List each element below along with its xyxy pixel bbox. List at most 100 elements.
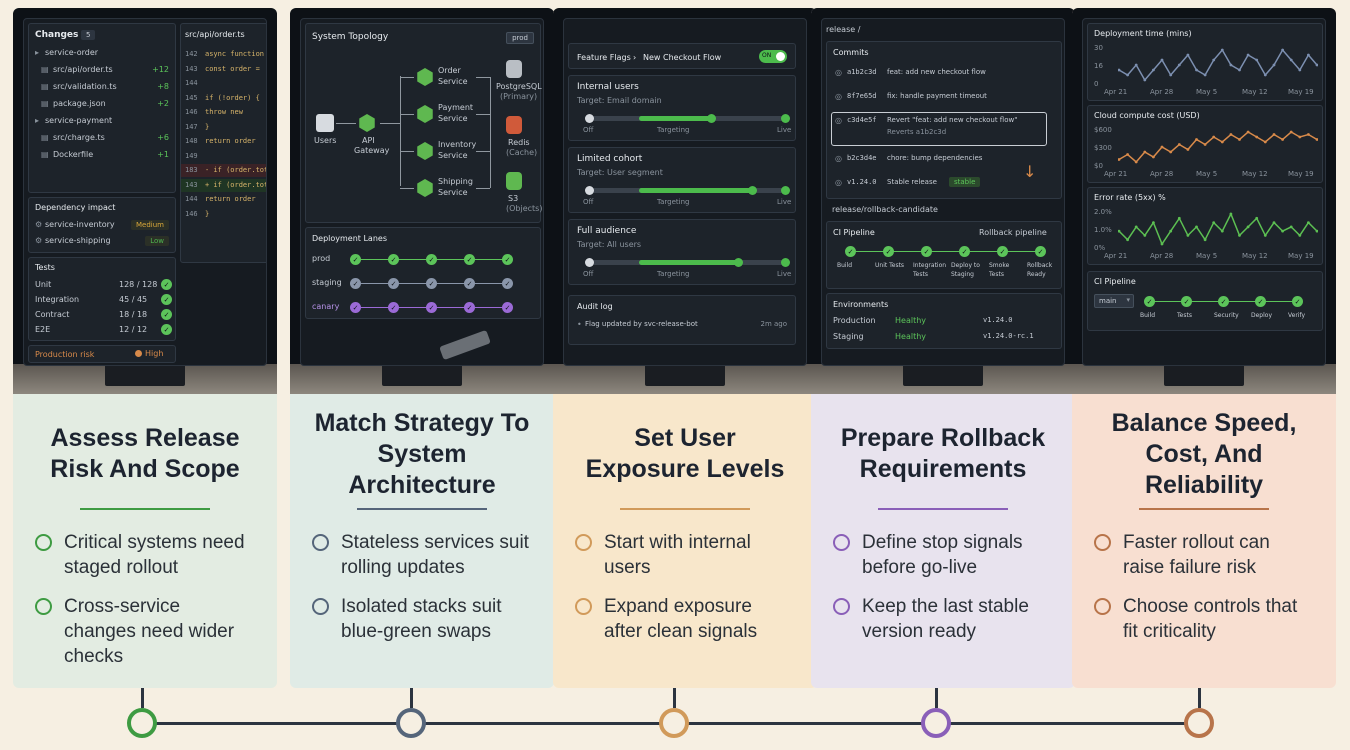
slider-handle[interactable]	[707, 114, 716, 123]
commit-message[interactable]: fix: handle payment timeout	[887, 92, 987, 100]
bullet-item: Stateless services suit rolling updates	[312, 530, 532, 580]
slider-stop-off	[585, 186, 594, 195]
commit-message[interactable]: feat: add new checkout flow	[887, 68, 986, 76]
pipeline-step-check-icon: ✓	[1181, 296, 1192, 307]
bullet-text: Stateless services suit rolling updates	[341, 532, 529, 578]
bullet-text: Choose controls that fit criticality	[1123, 596, 1298, 642]
pipeline-step-check-icon: ✓	[921, 246, 932, 257]
bullet-item: Faster rollout can raise failure risk	[1094, 530, 1314, 580]
series-point	[1152, 68, 1155, 72]
commit-message[interactable]: chore: bump dependencies	[887, 154, 983, 162]
timeline-node	[1184, 708, 1214, 738]
monitor-stand	[382, 362, 462, 386]
code-line: 148 return order	[181, 135, 266, 148]
environment-select[interactable]: prod	[506, 32, 534, 44]
service-icon	[417, 105, 433, 123]
bullet-text: Expand exposure after clean signals	[604, 596, 758, 642]
changed-file[interactable]: package.json	[53, 99, 106, 108]
commit-message[interactable]: Revert "feat: add new checkout flow"	[887, 116, 1018, 124]
series-point	[1160, 242, 1164, 246]
commit-node-icon: ◎	[835, 116, 842, 125]
series-point	[1195, 225, 1198, 229]
series-point	[1203, 238, 1207, 242]
lane-check-icon: ✓	[502, 302, 513, 313]
file-icon: ▤	[41, 65, 49, 74]
commit-message[interactable]: Stable release	[887, 178, 937, 186]
code-text: + if (order.tota	[205, 180, 267, 189]
file-delta: +8	[157, 82, 169, 91]
changed-file[interactable]: src/api/order.ts	[53, 65, 113, 74]
code-text: if (!order) {	[205, 93, 260, 102]
series-point	[1195, 68, 1198, 72]
series-point	[1229, 63, 1233, 67]
series-point	[1229, 212, 1233, 216]
series-point	[1229, 133, 1233, 136]
lane-name: staging	[312, 278, 342, 287]
ci-subtitle: Rollback pipeline	[979, 228, 1047, 237]
code-line: 183- if (order.tota	[181, 164, 266, 177]
line-number: 143	[185, 64, 198, 73]
bullet-text: Isolated stacks suit blue-green swaps	[341, 596, 502, 642]
environment-version: v1.24.0-rc.1	[983, 332, 1034, 340]
dependency-title: Dependency impact	[35, 203, 116, 212]
dependency-name: service-shipping	[45, 236, 111, 245]
pipeline-step-label: Tests	[1177, 312, 1192, 319]
series-line	[1118, 212, 1318, 246]
database-icon	[506, 60, 522, 78]
branch-select[interactable]: main▾	[1094, 294, 1134, 308]
series-point	[1281, 48, 1284, 52]
connector-line	[476, 77, 490, 78]
heading-line: Risk And Scope	[50, 455, 240, 483]
series-point	[1143, 150, 1147, 154]
flag-toggle[interactable]: ON	[759, 50, 787, 63]
x-tick-label: Apr 21	[1104, 88, 1128, 96]
heading-divider	[80, 508, 210, 510]
slider-stop-live	[781, 114, 790, 123]
monitor-stand	[1164, 362, 1244, 386]
heading-line: Prepare Rollback	[840, 424, 1046, 452]
series-point	[1315, 138, 1318, 141]
store-role: (Objects)	[506, 204, 543, 213]
line-number: 146	[185, 108, 198, 116]
cohort-name: Full audience	[577, 226, 637, 236]
series-point	[1255, 135, 1259, 139]
audit-entry: Flag updated by svc-release-bot	[585, 320, 698, 328]
test-result: 45 / 45	[119, 295, 148, 304]
tests-title: Tests	[35, 263, 55, 272]
commit-hash: v1.24.0	[847, 178, 877, 186]
changed-file[interactable]: src/validation.ts	[53, 82, 117, 91]
lane-check-icon: ✓	[464, 278, 475, 289]
cohort-target: Target: Email domain	[577, 96, 662, 105]
changed-file[interactable]: src/charge.ts	[53, 133, 105, 142]
series-point	[1298, 135, 1302, 139]
bullet-item: Define stop signals before go-live	[833, 530, 1053, 580]
lane-check-icon: ✓	[426, 254, 437, 265]
slider-handle[interactable]	[734, 258, 743, 267]
changed-file[interactable]: Dockerfile	[53, 150, 94, 159]
heading-line: Assess Release	[50, 424, 240, 452]
service-name: Service	[438, 151, 468, 160]
series-point	[1315, 63, 1318, 67]
bullet-text: Define stop signals before go-live	[862, 532, 1023, 578]
slider-label: Live	[777, 126, 792, 134]
folder-icon: ▸	[35, 116, 40, 125]
pipeline-step-check-icon: ✓	[1144, 296, 1155, 307]
series-point	[1246, 53, 1250, 57]
pipeline-track	[851, 251, 1041, 252]
series-point	[1281, 229, 1284, 233]
series-point	[1169, 150, 1173, 154]
circle-bullet-icon	[575, 598, 592, 615]
series-point	[1160, 145, 1164, 149]
y-tick-label: 1.0%	[1094, 226, 1112, 234]
metric-line-chart	[1118, 130, 1318, 164]
pipeline-step-check-icon: ✓	[883, 246, 894, 257]
slider-handle[interactable]	[748, 186, 757, 195]
commit-hash: c3d4e5f	[847, 116, 877, 124]
series-point	[1203, 143, 1207, 146]
